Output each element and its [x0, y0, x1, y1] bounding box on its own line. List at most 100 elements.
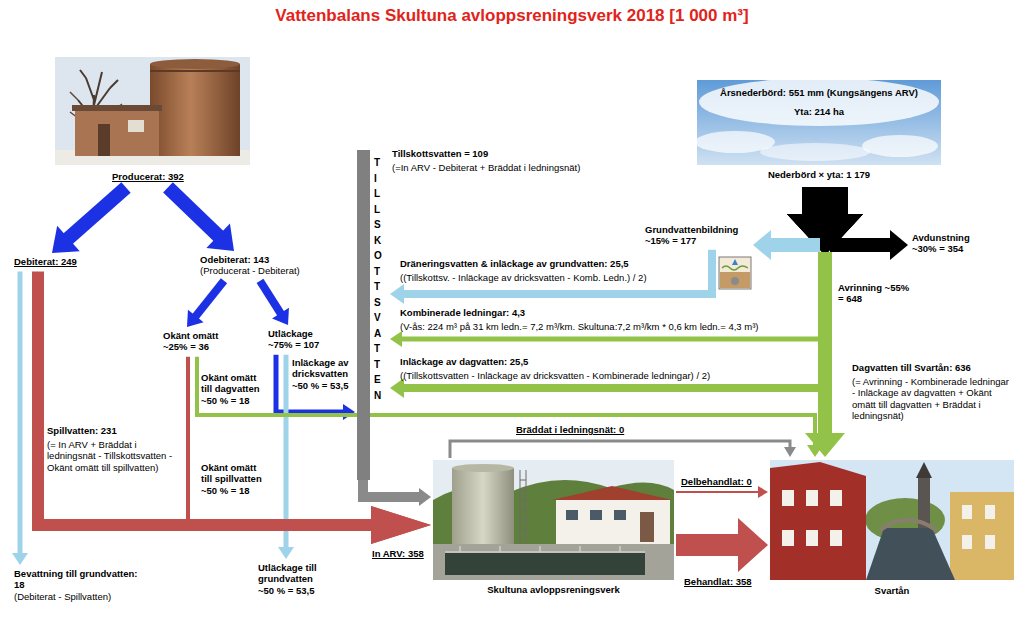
annotation: (=In ARV - Debiterat + Bräddat i ledning…: [392, 162, 580, 173]
connector: [188, 357, 431, 544]
node-text: Producerat: 392: [112, 171, 184, 182]
connector: [168, 187, 234, 251]
node-text: Utläckage till grundvatten ~50 % = 53,5: [258, 562, 330, 596]
photo-detail: [720, 272, 750, 288]
annotation: Kombinerade ledningar: 4,3: [400, 307, 525, 318]
arrow-head: [390, 284, 404, 304]
photo-detail: [128, 120, 144, 132]
connector-line: [770, 238, 820, 252]
photo-detail: [452, 468, 514, 548]
photo-detail: [98, 124, 110, 156]
arrow-head: [371, 506, 431, 544]
flow-label: Grundvattenbildning ~15% = 177: [645, 224, 749, 247]
arrow-head: [807, 445, 823, 457]
edge-label-holder: Delbehandlat: 0: [680, 476, 753, 487]
photo-detail: [830, 490, 842, 506]
grey-band: TILLSKOTTSVATTEN: [357, 150, 387, 480]
annotation: ((Tillskottsvatten - Inläckage av dricks…: [400, 370, 710, 381]
arrow-head: [272, 308, 289, 325]
arrow-head: [343, 404, 355, 420]
connector-line: [260, 281, 281, 314]
title-holder: Vattenbalans Skultuna avloppsreningsverk…: [0, 6, 1024, 26]
node-text: Yta: 214 ha: [697, 106, 941, 117]
connector-line: [197, 357, 815, 446]
photo-detail: [880, 520, 936, 530]
annotation: Dagvatten till Svartån: 636: [852, 362, 1012, 373]
flow-label: Odebiterat: 143(Producerat - Debiterat): [200, 254, 300, 277]
annotation: Dräneringsvatten & inläckage av grundvat…: [400, 258, 629, 269]
photo-detail: [150, 59, 240, 69]
arrow-head: [371, 506, 431, 544]
photo-detail: [962, 505, 972, 519]
connector: [52, 187, 126, 253]
connector: [363, 480, 431, 506]
photo-detail: [950, 492, 1014, 580]
connector-line: [68, 187, 126, 239]
photo-detail: [731, 277, 739, 285]
photo-detail: [614, 510, 626, 520]
photo-detail: [556, 500, 670, 544]
label-holder: (= Avrinning - Kombinerade ledningar - I…: [852, 376, 1012, 422]
arrow-head: [206, 223, 234, 251]
photo-detail: [699, 78, 939, 126]
sky-photo: [695, 78, 941, 165]
node-text: Bevattning till grundvatten: 18: [14, 568, 144, 591]
photo-detail: [782, 530, 794, 546]
label-holder: Dräneringsvatten & inläckage av grundvat…: [400, 258, 629, 269]
annotation: Inläckage av dricksvatten ~50 % = 53,5: [292, 357, 354, 391]
annotation: (= In ARV + Bräddat i ledningsnät - Till…: [47, 439, 182, 473]
photo-box: Svartån: [770, 460, 1014, 600]
node-text: (Producerat - Debiterat): [200, 265, 300, 276]
arrow-head: [738, 518, 768, 572]
label-holder: ((Tillskottsv. - Inläckage av dricksvatt…: [400, 272, 647, 283]
label-holder: (= In ARV + Bräddat i ledningsnät - Till…: [47, 439, 182, 473]
connector-top: [12, 187, 908, 572]
drainage-icon: [719, 257, 751, 289]
flow-label: Bevattning till grundvatten: 18(Debitera…: [14, 568, 144, 602]
label-holder: (V-ås: 224 m³ på 31 km ledn.= 7,2 m³/km.…: [400, 321, 759, 332]
edge-label: Delbehandlat: 0: [680, 476, 753, 487]
edge-label: Behandlat: 358: [683, 576, 753, 587]
photo-detail: [150, 70, 240, 72]
photo-detail: [732, 259, 738, 265]
photo-detail: [75, 110, 159, 156]
sky-photo-box: Årsnederbörd: 551 mm (Kungsängens ARV) Yt…: [697, 80, 941, 184]
arrow-head: [805, 433, 845, 457]
label-holder: Dagvatten till Svartån: 636: [852, 362, 1012, 373]
arrow-head: [890, 230, 908, 260]
arrow-head: [390, 331, 402, 347]
node-text: Debiterat: 249: [14, 256, 77, 267]
photo-detail: [806, 490, 818, 506]
connector-line: [830, 238, 891, 252]
river-town-photo: [770, 460, 1014, 580]
label-holder: Okänt omätt till dagvatten ~50 % = 18: [201, 372, 267, 406]
photo-detail: [566, 510, 578, 520]
node-text: Årsnederbörd: 551 mm (Kungsängens ARV): [697, 87, 941, 98]
water-tower-photo: [55, 57, 250, 165]
flow-label: Utläckage till grundvatten ~50 % = 53,5: [258, 562, 330, 596]
node-text: Grundvattenbildning ~15% = 177: [645, 224, 749, 247]
annotation: In ARV: 358: [372, 548, 424, 559]
flow-label: Avdunstning ~30% = 354: [912, 232, 990, 255]
connector: [187, 281, 224, 327]
connector: [260, 281, 289, 325]
photo-detail: [916, 462, 932, 478]
connector-line: [403, 250, 712, 294]
annotation: Okänt omätt till dagvatten ~50 % = 18: [201, 372, 267, 406]
annotation: (= Avrinning - Kombinerade ledningar - I…: [852, 376, 1012, 422]
node-text: Svartån: [770, 585, 1014, 596]
photo-detail: [862, 135, 938, 157]
arrow-head: [419, 488, 431, 506]
photo-detail: [830, 530, 842, 546]
node-text: Odebiterat: 143: [200, 254, 300, 265]
flow-label: Utläckage ~75% = 107: [268, 328, 330, 351]
label-holder: Kombinerade ledningar: 4,3: [400, 307, 525, 318]
treatment-plant-photo: [433, 460, 674, 580]
label-holder: In ARV: 358: [372, 548, 424, 559]
label-holder: (=In ARV - Debiterat + Bräddat i ledning…: [392, 162, 580, 173]
node-text: TILLSKOTTSVATTEN: [374, 155, 382, 403]
connector-line: [188, 357, 372, 525]
photo-detail: [150, 64, 240, 156]
flow-label: Producerat: 392: [112, 171, 184, 182]
